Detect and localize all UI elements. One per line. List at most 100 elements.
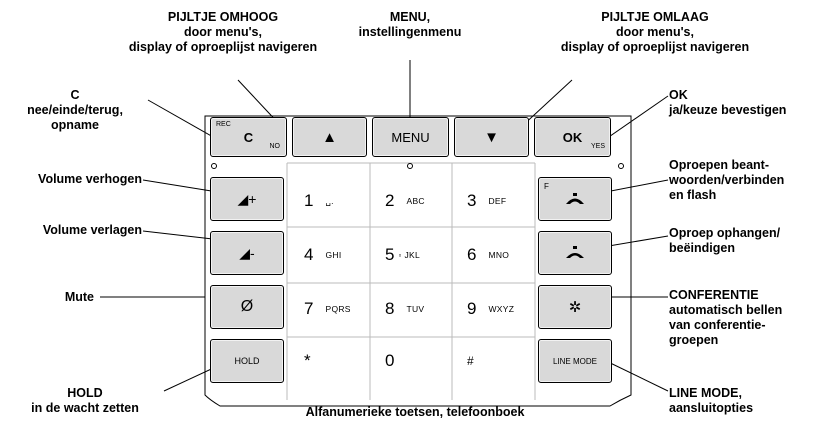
indicator-dot-center	[407, 163, 413, 169]
callout-alphanumeric: Alfanumerieke toetsen, telefoonboek	[270, 405, 560, 420]
callout-menu-title: MENU,	[389, 10, 431, 24]
mute-key[interactable]: Ø	[210, 285, 284, 329]
digit-key-9-digit: 9	[467, 299, 477, 318]
line-mode-key-label: LINE MODE	[552, 356, 597, 366]
callout-up-arrow-line3: display of oproeplijst navigeren	[128, 40, 318, 54]
callout-down-arrow-line2: door menu's,	[616, 25, 694, 39]
hold-key[interactable]: HOLD	[210, 339, 284, 383]
digit-key-8-digit: 8	[385, 299, 395, 318]
callout-conference-line4: groepen	[669, 333, 719, 347]
answer-key-f-label: F	[544, 182, 549, 191]
digit-key-6[interactable]: 6 MNO	[453, 235, 534, 275]
callout-hold: HOLD in de wacht zetten	[0, 386, 170, 416]
digit-key-5[interactable]: 5 ▫ JKL	[371, 235, 451, 275]
digit-key-9[interactable]: 9 WXYZ	[453, 289, 534, 329]
callout-conference-title: CONFERENTIE	[669, 288, 759, 302]
callout-mute: Mute	[0, 290, 94, 305]
line-mode-key[interactable]: LINE MODE	[538, 339, 612, 383]
phone-hangup-icon	[566, 246, 584, 258]
callout-ok-key-title: OK	[669, 88, 688, 102]
callout-volume-down: Volume verlagen	[0, 223, 142, 238]
digit-key-0[interactable]: 0	[371, 341, 451, 381]
callout-conference-line2: automatisch bellen	[669, 303, 783, 317]
hold-key-label: HOLD	[234, 356, 260, 366]
menu-key-label: MENU	[391, 129, 430, 145]
digit-key-8[interactable]: 8 TUV	[371, 289, 451, 329]
callout-answer-line2: woorden/verbinden	[669, 173, 785, 187]
c-key-rec-label: REC	[216, 121, 231, 128]
callout-line-mode-line2: aansluitopties	[669, 401, 754, 415]
digit-key-4[interactable]: 4 GHI	[288, 235, 369, 275]
digit-key-1-letters: ␣.	[325, 195, 334, 206]
callout-ok-key-line2: ja/keuze bevestigen	[669, 103, 787, 117]
digit-key-5-letters: ▫ JKL	[398, 250, 420, 260]
digit-key-3[interactable]: 3 DEF	[453, 181, 534, 221]
callout-answer: Oproepen beant- woorden/verbinden en fla…	[669, 158, 784, 203]
callout-down-arrow-title: PIJLTJE OMLAAG	[601, 10, 709, 24]
volume-up-key[interactable]: ◢+	[210, 177, 284, 221]
digit-key-5-digit: 5	[385, 245, 395, 264]
digit-key-1-digit: 1	[304, 191, 314, 210]
callout-volume-down-title: Volume verlagen	[42, 223, 142, 237]
indicator-dot-left	[211, 163, 217, 169]
volume-up-icon: ◢+	[237, 190, 257, 207]
digit-key-2-digit: 2	[385, 191, 395, 210]
star-key[interactable]: *	[288, 341, 369, 381]
digit-key-7-digit: 7	[304, 299, 314, 318]
callout-hold-title: HOLD	[67, 386, 103, 400]
digit-key-6-digit: 6	[467, 245, 477, 264]
callout-conference-line3: van conferentie-	[669, 318, 766, 332]
digit-key-4-letters: GHI	[325, 250, 342, 260]
callout-up-arrow-line2: door menu's,	[184, 25, 262, 39]
answer-key[interactable]: F	[538, 177, 612, 221]
down-arrow-key[interactable]: ▼	[454, 117, 529, 157]
conference-key[interactable]: ✲	[538, 285, 612, 329]
up-arrow-key[interactable]: ▲	[292, 117, 367, 157]
callout-c-key-line2: nee/einde/terug,	[27, 103, 123, 117]
callout-down-arrow: PIJLTJE OMLAAG door menu's, display of o…	[520, 10, 790, 55]
hangup-key[interactable]	[538, 231, 612, 275]
digit-key-3-letters: DEF	[488, 196, 507, 206]
digit-key-4-digit: 4	[304, 245, 314, 264]
callout-c-key-line3: opname	[51, 118, 99, 132]
callout-conference: CONFERENTIE automatisch bellen van confe…	[669, 288, 782, 348]
down-arrow-icon: ▼	[484, 128, 499, 146]
digit-key-3-digit: 3	[467, 191, 477, 210]
callout-hangup-line1: Oproep ophangen/	[669, 226, 781, 240]
callout-hangup: Oproep ophangen/ beëindigen	[669, 226, 780, 256]
callout-ok-key: OK ja/keuze bevestigen	[669, 88, 786, 118]
up-arrow-icon: ▲	[322, 128, 337, 146]
callout-c-key-title: C	[70, 88, 80, 102]
callout-hangup-line2: beëindigen	[669, 241, 735, 255]
menu-key[interactable]: MENU	[372, 117, 449, 157]
callout-line-mode-title: LINE MODE,	[669, 386, 742, 400]
digit-key-2[interactable]: 2 ABC	[371, 181, 451, 221]
conference-icon: ✲	[568, 299, 582, 316]
callout-up-arrow-title: PIJLTJE OMHOOG	[167, 10, 279, 24]
callout-line-mode: LINE MODE, aansluitopties	[669, 386, 753, 416]
digit-key-0-digit: 0	[385, 351, 395, 370]
ok-key-label: OK	[562, 129, 583, 145]
volume-down-key[interactable]: ◢-	[210, 231, 284, 275]
c-key[interactable]: REC C NO	[210, 117, 287, 157]
keypad-grid	[286, 162, 536, 400]
mute-icon: Ø	[240, 298, 254, 315]
callout-answer-line1: Oproepen beant-	[669, 158, 770, 172]
digit-key-8-letters: TUV	[406, 304, 425, 314]
callout-hold-line2: in de wacht zetten	[31, 401, 139, 415]
volume-down-icon: ◢-	[239, 244, 255, 261]
ok-key-yes-label: YES	[590, 143, 605, 150]
hash-key[interactable]: #	[453, 341, 534, 381]
callout-alphanumeric-title: Alfanumerieke toetsen, telefoonboek	[305, 405, 525, 419]
callout-up-arrow: PIJLTJE OMHOOG door menu's, display of o…	[88, 10, 358, 55]
ok-key[interactable]: OK YES	[534, 117, 611, 157]
c-key-label: C	[243, 129, 254, 145]
c-key-no-label: NO	[269, 143, 281, 150]
callout-volume-up: Volume verhogen	[0, 172, 142, 187]
phone-offhook-icon	[566, 193, 584, 204]
digit-key-1[interactable]: 1 ␣.	[288, 181, 369, 221]
digit-key-7[interactable]: 7 PQRS	[288, 289, 369, 329]
digit-key-7-letters: PQRS	[325, 304, 351, 314]
hash-key-symbol: #	[467, 354, 474, 368]
